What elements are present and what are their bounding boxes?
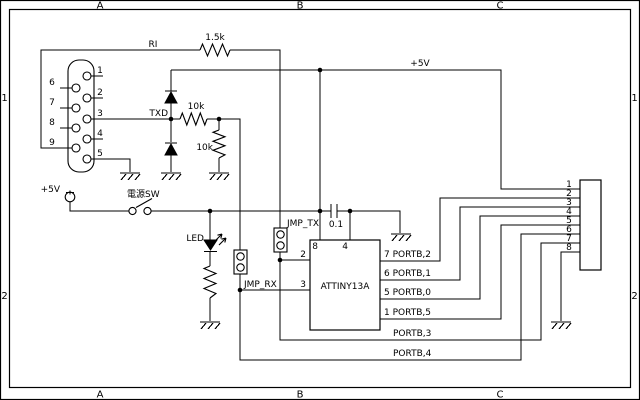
row-label-1-left: 1 [1,93,7,104]
resistor-1.5k-value: 1.5k [205,33,225,43]
db9-pin-9: 9 [49,138,55,148]
header-pin-8: 8 [566,243,572,253]
led-label: LED [186,234,204,244]
capacitor-value: 0.1 [329,220,343,230]
net-label-ri: RI [149,40,158,50]
mcu-pin-7-portb2: 7 PORTB,2 [384,250,431,260]
row-label-2-left: 2 [1,291,7,302]
db9-pin-4: 4 [97,129,103,139]
ground-symbol [199,321,221,330]
jumper-jmp-tx: JMP_TX [273,219,319,253]
col-label-a-top: A [97,1,104,12]
mcu-pin-2: 2 [300,250,306,260]
header-pin-4: 4 [566,207,572,217]
power-switch: 電源SW [127,189,160,216]
header-pin-5: 5 [566,216,572,226]
mcu-pin-5-portb0: 5 PORTB,0 [384,288,431,298]
junction-dots [168,67,353,293]
resistor-10k-pulldown-value: 10k [196,143,213,153]
db9-pin-2: 2 [97,88,103,98]
ground-symbol [119,172,141,181]
capacitor-0.1: 0.1 [329,204,343,230]
net-label-5v-rail: +5V [410,59,430,69]
db9-pin-7: 7 [49,98,55,108]
mcu-pin-1-portb5: 1 PORTB,5 [384,308,431,318]
jumper-jmp-tx-label: JMP_TX [286,219,319,229]
net-label-txd: TXD [148,109,168,119]
mcu-pin-3: 3 [300,280,306,290]
ground-symbol [390,233,412,242]
power-port-5v: +5V [41,185,76,203]
led: LED [186,233,227,253]
mcu-pin-6-portb1: 6 PORTB,1 [384,269,431,279]
db9-pin-1: 1 [97,66,103,76]
row-label-2-right: 2 [631,291,637,302]
mcu-name: ATTINY13A [321,282,371,292]
mcu-pin-4: 4 [342,242,348,252]
col-label-b-bottom: B [297,390,304,400]
ground-symbol [550,321,572,330]
header-pin-2: 2 [566,189,572,199]
header-pin-6: 6 [566,225,572,235]
col-label-b-top: B [297,1,304,12]
resistor-1.5k: 1.5k [199,33,231,58]
power-switch-label: 電源SW [127,189,160,200]
col-label-a-bottom: A [97,390,104,400]
jumper-jmp-rx: JMP_RX [233,249,277,290]
resistor-10k-pulldown: 10k [196,129,227,159]
db9-pin-5: 5 [97,149,103,159]
header-pin-7: 7 [566,234,572,244]
resistor-10k-series: 10k [179,102,208,127]
db9-pin-3: 3 [97,109,103,119]
led-resistor [202,265,218,299]
header-connector: 1 2 3 4 5 6 7 8 [566,179,602,271]
ground-symbol [160,172,182,181]
net-label-portb4: PORTB,4 [393,349,432,359]
col-label-c-top: C [497,1,504,12]
jumper-jmp-rx-label: JMP_RX [243,280,277,290]
mcu-pin-8: 8 [312,242,318,252]
diode-to-ground [164,142,178,156]
col-label-c-bottom: C [497,390,504,400]
diode-to-5v [164,90,178,104]
net-label-portb3: PORTB,3 [393,329,431,339]
mcu-attiny13a: ATTINY13A 8 4 2 3 7 PORTB,2 6 PORTB,1 5 … [300,239,432,359]
ground-symbol [208,172,230,181]
row-label-1-right: 1 [631,93,637,104]
db9-pin-8: 8 [49,118,55,128]
db9-connector: 1 2 3 4 5 6 7 8 9 [49,59,103,173]
header-pin-3: 3 [566,198,572,208]
power-port-5v-label: +5V [41,185,61,195]
db9-pin-6: 6 [49,78,55,88]
resistor-10k-series-value: 10k [188,102,205,112]
header-pin-1: 1 [566,180,572,190]
